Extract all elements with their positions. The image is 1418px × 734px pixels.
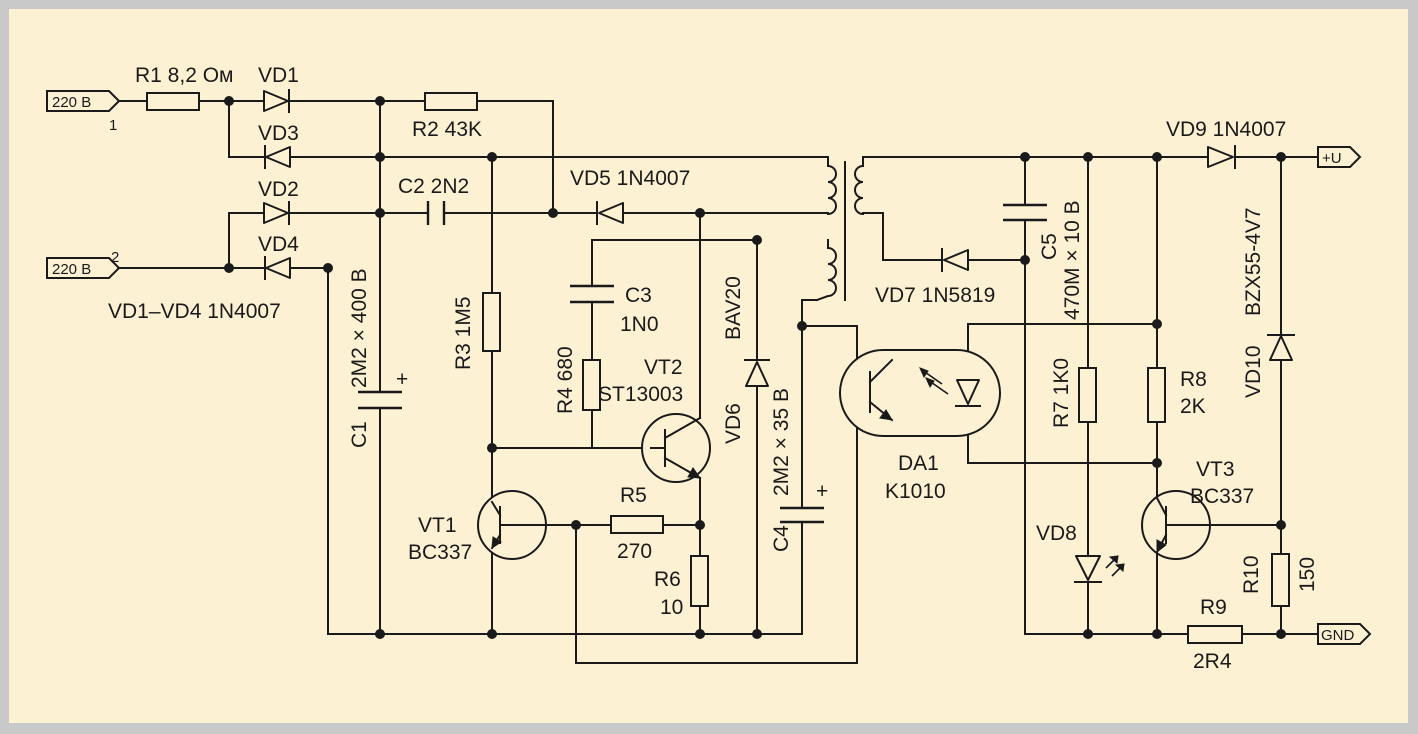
vd10-zener-diode <box>1267 334 1295 361</box>
label-c4-plus: + <box>816 480 828 503</box>
component-labels: R1 8,2 Ом VD1 VD3 VD2 VD4 VD1–VD4 1N4007… <box>108 64 1319 673</box>
r8-resistor <box>1147 367 1166 423</box>
label-r10-value: 150 <box>1296 557 1319 592</box>
label-r5-value: 270 <box>617 540 652 563</box>
capacitors <box>358 201 1047 524</box>
transformer <box>815 156 864 302</box>
terminal-220v-1-label: 220 В <box>52 94 91 111</box>
label-vd9: VD9 1N4007 <box>1166 118 1286 141</box>
label-vd3: VD3 <box>258 122 299 145</box>
label-da1-name: DA1 <box>898 452 939 475</box>
vd8-led <box>1074 555 1125 583</box>
label-vt3-type: BC337 <box>1190 485 1254 508</box>
junctions <box>224 96 1286 639</box>
c1-capacitor <box>358 390 402 410</box>
label-r7: R7 1K0 <box>1050 358 1073 428</box>
r3-resistor <box>482 292 501 352</box>
label-c3-value: 1N0 <box>620 313 659 336</box>
label-da1-type: K1010 <box>885 480 946 503</box>
label-vd4: VD4 <box>258 233 299 256</box>
label-r2: R2 43K <box>412 118 482 141</box>
label-r6-value: 10 <box>660 596 683 619</box>
label-c3-name: C3 <box>625 284 652 307</box>
label-vt2-type: ST13003 <box>598 383 683 406</box>
label-c4-value: 2M2 × 35 В <box>770 388 793 496</box>
c3-capacitor <box>570 284 614 304</box>
vd4-diode <box>264 256 291 280</box>
label-vt1-type: BC337 <box>408 541 472 564</box>
label-vd10-type: BZX55-4V7 <box>1242 207 1265 316</box>
r1-resistor <box>146 92 200 111</box>
terminal-220v-1: 220 В 1 <box>46 90 121 134</box>
label-r6-name: R6 <box>654 568 681 591</box>
label-r1: R1 8,2 Ом <box>135 64 233 87</box>
label-vd1-vd4: VD1–VD4 1N4007 <box>108 300 281 323</box>
label-r9-value: 2R4 <box>1193 650 1232 673</box>
label-r8-name: R8 <box>1180 368 1207 391</box>
terminal-plus-u-label: +U <box>1322 150 1342 167</box>
r6-resistor <box>690 555 709 607</box>
label-c1-plus: + <box>396 368 408 391</box>
vt3-transistor <box>1141 490 1211 560</box>
label-vt2-name: VT2 <box>644 356 683 379</box>
vd3-diode <box>264 145 291 169</box>
r10-resistor <box>1271 553 1290 607</box>
label-r8-value: 2K <box>1180 395 1206 418</box>
label-r3: R3 1M5 <box>452 296 475 370</box>
label-c5-value: 470M × 10 В <box>1061 200 1084 320</box>
label-vd8: VD8 <box>1036 522 1077 545</box>
label-c4-name: C4 <box>770 525 793 552</box>
da1-optocoupler <box>839 349 1001 437</box>
label-vd10-name: VD10 <box>1242 345 1265 398</box>
label-vd6-type: BAV20 <box>722 276 745 340</box>
c4-capacitor <box>780 506 824 524</box>
vd6-diode <box>744 359 770 387</box>
terminal-gnd-label: GND <box>1321 627 1355 644</box>
label-c5-name: C5 <box>1038 233 1061 260</box>
vt2-transistor <box>641 413 711 483</box>
r9-resistor <box>1187 625 1243 644</box>
c2-capacitor <box>426 201 446 225</box>
label-vd5: VD5 1N4007 <box>570 167 690 190</box>
r2-resistor <box>424 92 478 111</box>
terminal-plus-u: +U <box>1317 146 1362 168</box>
terminal-220v-2: 220 В 2 <box>46 249 121 279</box>
terminal-gnd: GND <box>1317 623 1372 645</box>
label-vd7: VD7 1N5819 <box>875 284 995 307</box>
label-r4: R4 680 <box>554 346 577 414</box>
vd2-diode <box>263 201 290 225</box>
label-vd1: VD1 <box>258 64 299 87</box>
vd9-diode <box>1207 145 1236 169</box>
label-c1-name: C1 <box>348 421 371 448</box>
label-vt1-name: VT1 <box>418 514 457 537</box>
r5-resistor <box>610 515 664 534</box>
schematic-paper <box>9 9 1408 723</box>
label-vt3-name: VT3 <box>1196 458 1235 481</box>
vt1-transistor <box>477 490 547 560</box>
r7-resistor <box>1078 367 1097 423</box>
terminal-220v-2-label: 220 В <box>52 261 91 278</box>
label-r9-name: R9 <box>1200 596 1227 619</box>
terminal-220v-2-pin: 2 <box>111 249 119 266</box>
c5-capacitor <box>1003 203 1047 222</box>
label-r5-name: R5 <box>620 484 647 507</box>
label-c1-value: 2M2 × 400 В <box>348 268 371 388</box>
terminal-220v-1-pin: 1 <box>109 117 117 134</box>
wires <box>118 100 1319 664</box>
label-r10-name: R10 <box>1240 555 1263 594</box>
transistors <box>477 413 1211 560</box>
diodes <box>263 89 1295 583</box>
vd5-diode <box>596 201 624 225</box>
label-vd6-name: VD6 <box>722 403 745 444</box>
r4-resistor <box>582 359 601 411</box>
vd7-diode <box>941 248 969 272</box>
label-c2: C2 2N2 <box>398 175 469 198</box>
resistors <box>146 92 1290 644</box>
vd1-diode <box>263 89 290 113</box>
label-vd2: VD2 <box>258 178 299 201</box>
